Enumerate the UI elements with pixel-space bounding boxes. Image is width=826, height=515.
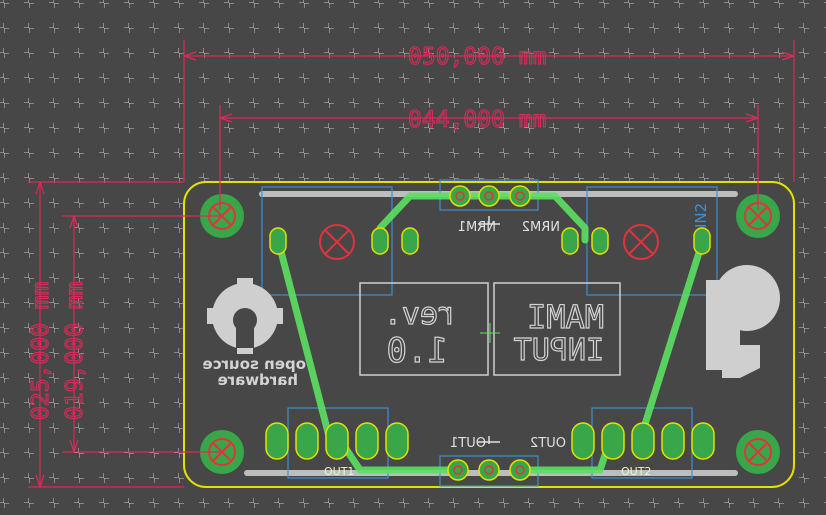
drill-marks: [319, 224, 659, 260]
ref-out1-top: OUT1: [450, 436, 486, 451]
ref-nrm2: NRM2: [522, 220, 560, 235]
rev-box: [359, 282, 489, 376]
dimension-lines[interactable]: [28, 40, 795, 488]
ref-divider-top: [478, 216, 500, 225]
dim-width-inner: 044,000 mm: [408, 107, 546, 133]
title-box: [493, 282, 621, 376]
rev-text-line2: 1.0: [387, 331, 448, 371]
osh-gear-icon: [207, 278, 283, 354]
oval-pads-top[interactable]: [269, 227, 711, 255]
header-top[interactable]: [449, 185, 531, 207]
mount-hole-br: [736, 430, 780, 474]
title-text-line1: MAMI: [527, 298, 604, 336]
ref-out2-bottom: OUT2: [621, 465, 651, 478]
out2-connector-pads[interactable]: [571, 422, 715, 460]
brand-logo-icon: [706, 265, 780, 378]
dim-height-inner: 019,000 mm: [62, 282, 88, 420]
out1-connector-pads[interactable]: [265, 422, 409, 460]
dim-width-outer: 050,000 mm: [408, 44, 546, 70]
osh-text-line1: open source: [203, 355, 307, 373]
title-text-line2: INPUT: [514, 333, 604, 368]
rev-text-line1: rev.: [384, 297, 456, 332]
center-cross: [480, 323, 500, 343]
ref-in2: IN2: [692, 203, 710, 228]
ref-divider-bottom: [478, 436, 500, 444]
header-bottom[interactable]: [447, 459, 531, 481]
ref-out2-top: OUT2: [530, 436, 566, 451]
osh-text-line2: hardware: [218, 371, 299, 389]
ref-nrm1: NRM1: [458, 220, 496, 235]
dim-height-outer: 025,000 mm: [28, 282, 54, 420]
ref-out1-bottom: OUT1: [324, 465, 354, 478]
